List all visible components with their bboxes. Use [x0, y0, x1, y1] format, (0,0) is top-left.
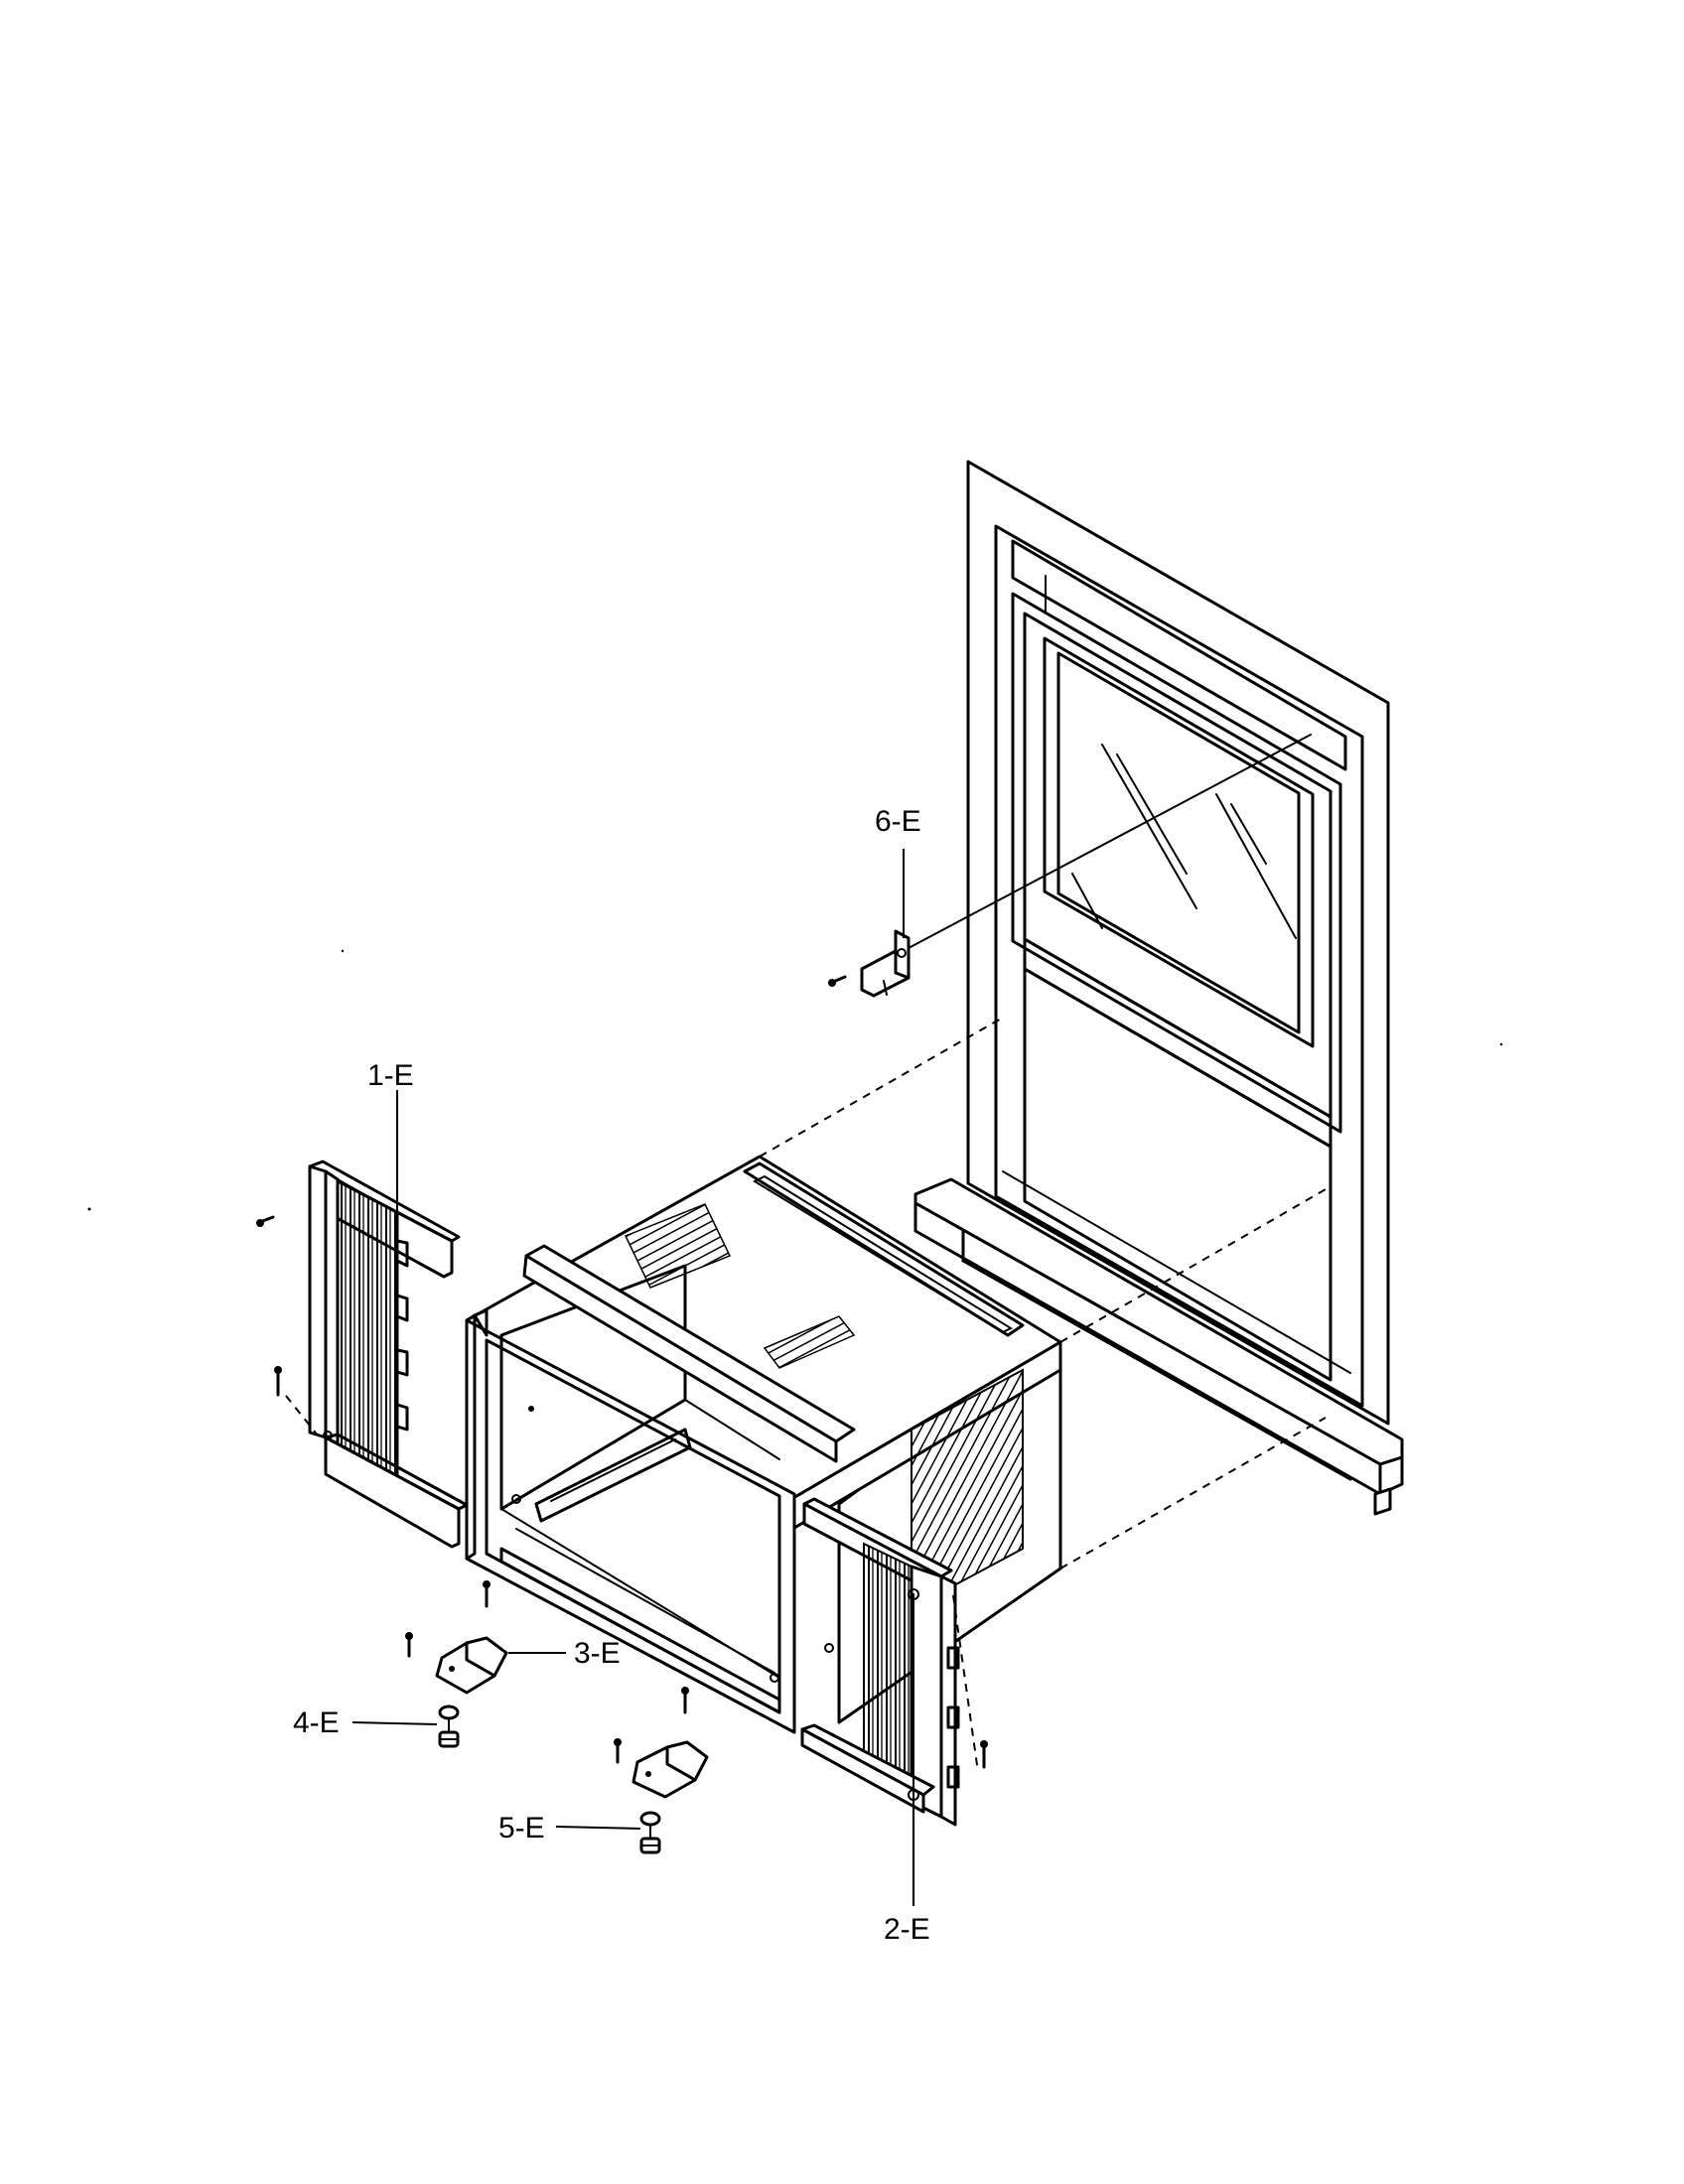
callout-label-2: 2-E [884, 1913, 930, 1946]
screw-support-front [405, 1580, 491, 1658]
screw-left-bottom [274, 1366, 282, 1397]
window-sill [913, 1177, 1404, 1516]
bolt-nut-rear [639, 1811, 661, 1854]
callout-label-5: 5-E [498, 1812, 545, 1844]
screw-right-curtain [980, 1740, 988, 1769]
assembly-guide-lines [285, 734, 1327, 1773]
support-bracket-front [435, 1636, 508, 1695]
callout-label-3: 3-E [574, 1637, 621, 1670]
screw-bracket [828, 975, 847, 987]
callout-leaders [351, 849, 914, 1906]
callout-label-1: 1-E [367, 1059, 414, 1092]
bolt-nut-front [438, 1705, 460, 1748]
screw-left-top [256, 1215, 275, 1227]
ac-cabinet [465, 1155, 1062, 1734]
callout-label-4: 4-E [293, 1706, 340, 1739]
left-side-curtain-panel [308, 1160, 469, 1549]
sill-angle-bracket [860, 929, 911, 998]
support-bracket-rear [632, 1740, 709, 1799]
screw-support-rear [614, 1687, 689, 1764]
window-frame [966, 460, 1390, 1426]
right-side-curtain-panel [800, 1497, 960, 1827]
callout-label-6: 6-E [875, 805, 921, 838]
